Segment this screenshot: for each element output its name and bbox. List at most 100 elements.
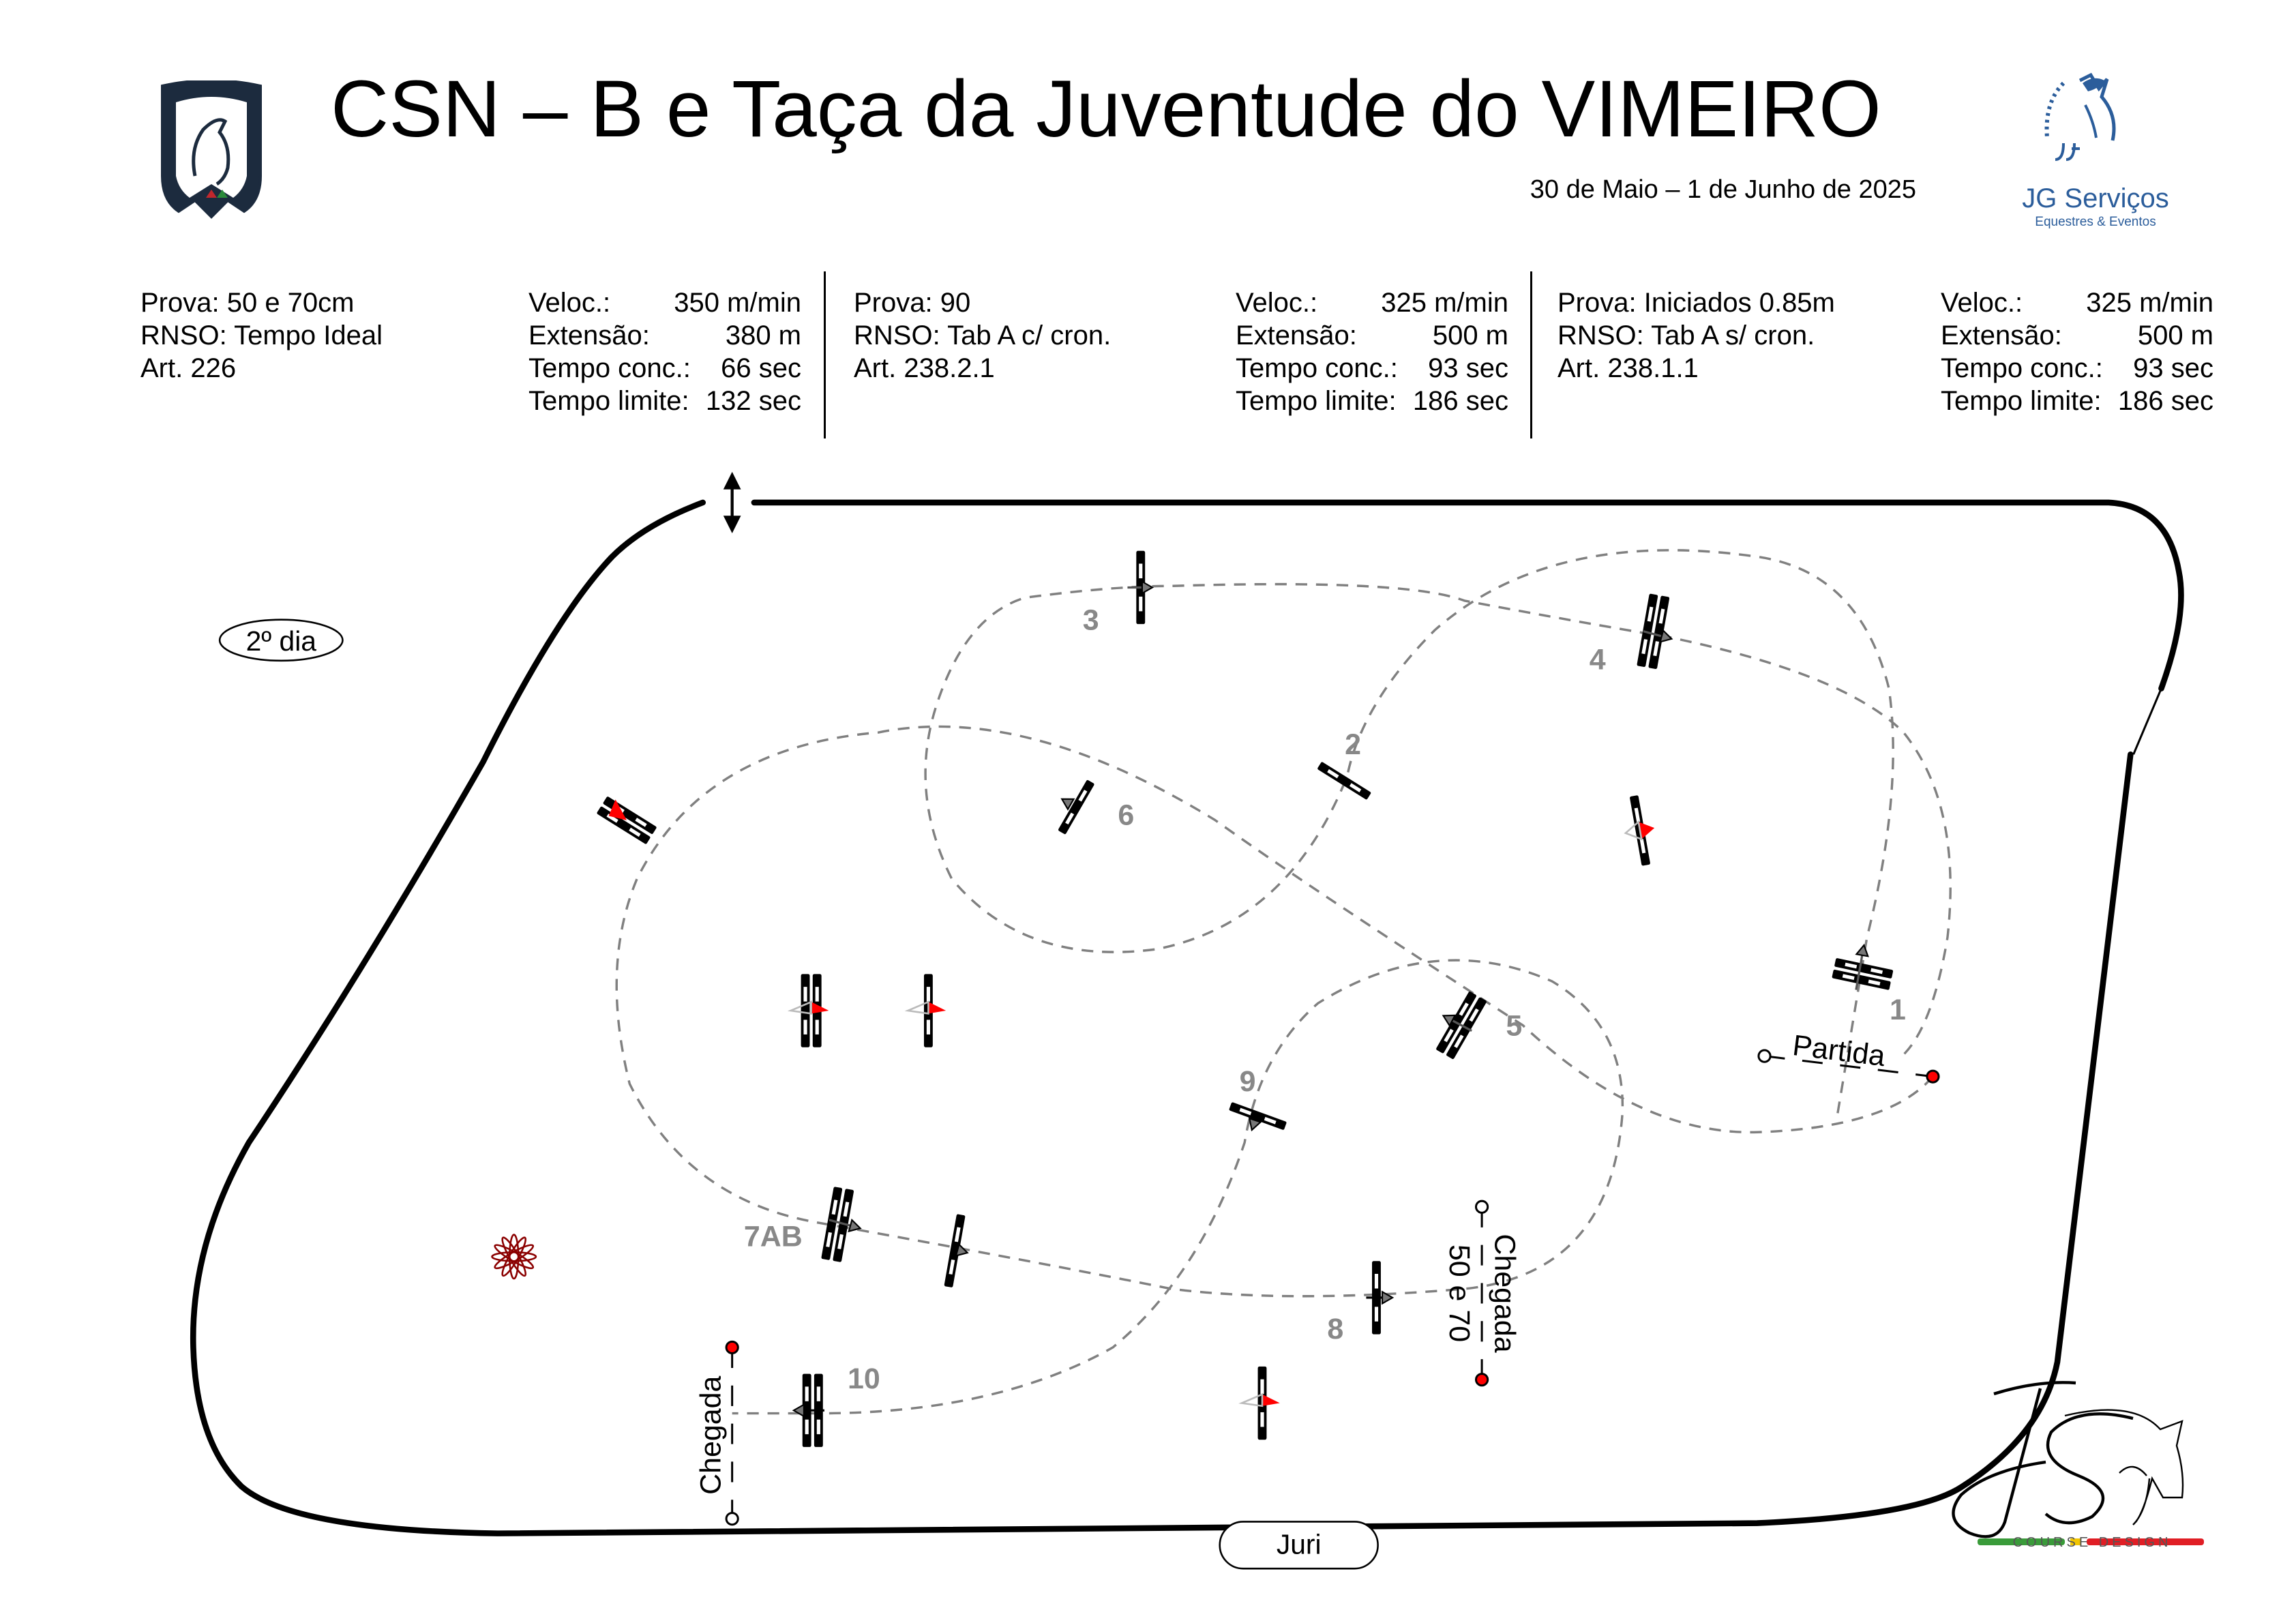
jump-9[interactable]	[1228, 1101, 1287, 1131]
js-logo-caption: COURSE DESIGN	[2012, 1535, 2172, 1550]
jump-2[interactable]	[1317, 761, 1372, 801]
stat-value: 325 m/min	[1381, 288, 1508, 318]
finish-line-50-70: Chegada 50 e 70	[1443, 1200, 1521, 1387]
jump-number: 2	[1345, 728, 1361, 761]
day-badge: 2º dia	[218, 619, 344, 662]
arena-fence	[190, 499, 2134, 1536]
start-line: Partida	[1757, 1029, 1940, 1084]
day-label: 2º dia	[246, 625, 317, 657]
stat-value: 500 m	[2137, 321, 2213, 351]
start-label: Partida	[1791, 1029, 1887, 1073]
stat-label: Extensão:	[528, 321, 650, 351]
jg-logo-line2: Equestres & Eventos	[2035, 215, 2156, 229]
finish-red-marker	[725, 1340, 739, 1355]
jump-number: 9	[1240, 1065, 1256, 1098]
double-arrow-gate-icon[interactable]	[723, 471, 741, 534]
jump-number-labels: 1 2 3 4 5 6 7AB 8 9 10	[744, 604, 1906, 1395]
js-course-design-logo-icon	[1952, 1381, 2204, 1545]
stat-label: Veloc.:	[528, 288, 611, 318]
stat-label: Tempo limite:	[528, 386, 689, 416]
start-red-marker	[1926, 1069, 1940, 1084]
column-divider	[824, 271, 826, 438]
stat-row: Tempo limite: 186 sec	[1941, 385, 2213, 417]
jump-number: 10	[848, 1363, 880, 1395]
stat-label: Tempo conc.:	[528, 353, 691, 383]
finish-label: Chegada	[694, 1376, 727, 1495]
finish-line: Chegada	[694, 1340, 739, 1526]
stat-row: Tempo limite: 186 sec	[1236, 385, 1508, 417]
competition-1-rnso: RNSO: Tempo Ideal	[140, 321, 383, 351]
stat-row: Extensão: 500 m	[1236, 319, 1508, 352]
practice-fence	[787, 974, 829, 1047]
finish-50-70-sub: 50 e 70	[1443, 1245, 1476, 1342]
course-path-segment	[615, 725, 1934, 1415]
competition-1-art: Art. 226	[140, 353, 237, 383]
stat-value: 325 m/min	[2086, 288, 2213, 318]
competition-3-rnso: RNSO: Tab A s/ cron.	[1557, 321, 1815, 351]
event-date: 30 de Maio – 1 de Junho de 2025	[1530, 175, 1916, 204]
fep-logo-icon	[161, 80, 262, 219]
jump-number: 4	[1590, 644, 1606, 676]
jury-label: Juri	[1277, 1529, 1322, 1560]
stat-value: 500 m	[1432, 321, 1508, 351]
direction-arrow-icon	[1440, 1009, 1472, 1032]
competition-1-prova: Prova: 50 e 70cm	[140, 288, 355, 318]
stat-value: 132 sec	[705, 386, 801, 416]
competition-3-art: Art. 238.1.1	[1557, 353, 1699, 383]
stat-label: Extensão:	[1941, 321, 2062, 351]
practice-fence	[1238, 1366, 1280, 1440]
competition-3-info: Prova: Iniciados 0.85m RNSO: Tab A s/ cr…	[1557, 286, 1835, 385]
direction-arrow-icon	[1855, 943, 1870, 990]
finish-50-70-label: Chegada	[1488, 1234, 1521, 1352]
flower-star-icon	[491, 1234, 537, 1280]
stat-value: 66 sec	[721, 353, 801, 383]
stat-label: Veloc.:	[1941, 288, 2023, 318]
stat-label: Tempo limite:	[1941, 386, 2102, 416]
jump-number: 6	[1118, 799, 1134, 831]
stat-row: Tempo conc.:93 sec	[1941, 352, 2213, 385]
stat-value: 380 m	[725, 321, 801, 351]
arena-gate	[2132, 688, 2162, 755]
finish-white-marker	[1474, 1200, 1489, 1214]
stat-value: 186 sec	[2117, 386, 2213, 416]
stat-row: Veloc.:350 m/min	[528, 286, 801, 319]
direction-arrow-icon	[792, 1403, 824, 1417]
finish-white-marker	[725, 1512, 739, 1526]
stat-value: 93 sec	[1428, 353, 1508, 383]
stat-row: Extensão: 500 m	[1941, 319, 2213, 352]
competition-2-info: Prova: 90 RNSO: Tab A c/ cron. Art. 238.…	[854, 286, 1111, 385]
stat-label: Veloc.:	[1236, 288, 1318, 318]
arena-fence	[751, 499, 2184, 691]
page-title: CSN – B e Taça da Juventude do VIMEIRO	[331, 64, 1881, 154]
competition-2-prova: Prova: 90	[854, 288, 971, 318]
jg-horse-logo-icon	[2044, 72, 2116, 161]
stat-row: Extensão: 380 m	[528, 319, 801, 352]
competition-2-stats: Veloc.: 325 m/min Extensão: 500 m Tempo co…	[1236, 286, 1508, 417]
jump-number: 5	[1506, 1010, 1522, 1043]
jump-number: 7AB	[744, 1221, 803, 1253]
competition-1-info: Prova: 50 e 70cm RNSO: Tempo Ideal Art. …	[140, 286, 383, 385]
stat-row: Tempo conc.:93 sec	[1236, 352, 1508, 385]
practice-fence	[1624, 795, 1655, 866]
stat-row: Tempo limite: 132 sec	[528, 385, 801, 417]
jury-box: Juri	[1219, 1521, 1379, 1570]
stat-row: Veloc.: 325 m/min	[1941, 286, 2213, 319]
direction-arrow-icon	[1366, 1291, 1394, 1305]
jump-number: 1	[1890, 994, 1906, 1026]
stat-label: Tempo limite:	[1236, 386, 1397, 416]
stat-value: 186 sec	[1412, 386, 1508, 416]
course-path	[615, 549, 1952, 1415]
practice-fence	[904, 974, 946, 1047]
direction-arrow-icon	[829, 1219, 863, 1235]
finish-red-marker	[1474, 1373, 1489, 1387]
jump-number: 8	[1327, 1313, 1343, 1345]
jump-6[interactable]	[1058, 779, 1095, 835]
stat-row: Veloc.: 325 m/min	[1236, 286, 1508, 319]
competition-1-stats: Veloc.:350 m/min Extensão: 380 m Tempo co…	[528, 286, 801, 417]
start-white-marker	[1757, 1049, 1772, 1063]
stat-label: Tempo conc.:	[1941, 353, 2103, 383]
direction-arrow-icon	[1643, 629, 1674, 646]
competition-3-stats: Veloc.: 325 m/min Extensão: 500 m Tempo co…	[1941, 286, 2213, 417]
stat-label: Extensão:	[1236, 321, 1357, 351]
